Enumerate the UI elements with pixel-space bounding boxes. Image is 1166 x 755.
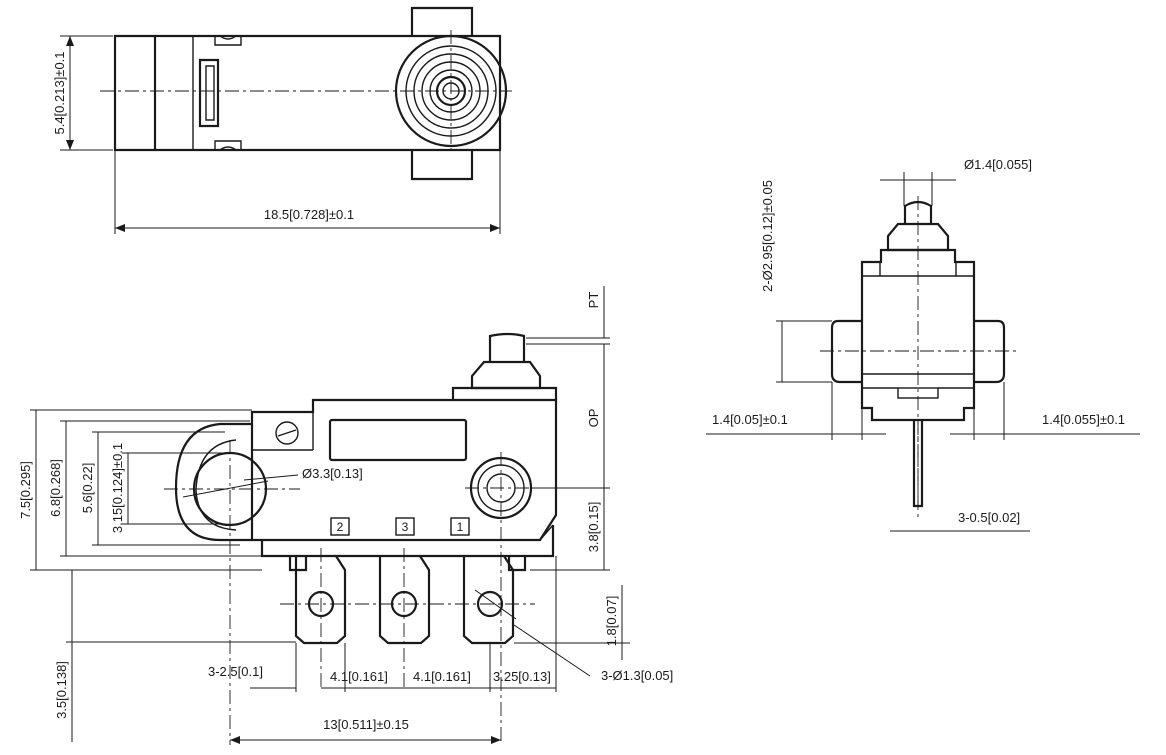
pin-label-3: 3 <box>402 520 409 534</box>
top-clip-upper-curve <box>219 35 237 40</box>
front-mount-lug-inner <box>195 439 237 531</box>
front-mount-lug <box>174 422 252 542</box>
dim-terminal-hole: 3-Ø1.3[0.05] <box>601 668 673 683</box>
dim-leader <box>513 624 591 677</box>
dim-leader <box>243 474 299 481</box>
terminal-3 <box>378 555 431 645</box>
front-base-plate <box>260 525 555 558</box>
front-housing-top <box>451 386 558 400</box>
front-actuator-boot <box>470 360 542 390</box>
dim-height-5-6: 5.6[0.22] <box>80 463 95 514</box>
dim-top-length: 18.5[0.728]±0.1 <box>264 207 354 222</box>
dim-arrow <box>490 224 500 232</box>
dim-hole-span: 13[0.511]±0.15 <box>323 717 409 732</box>
dim-leader <box>182 480 269 498</box>
top-slot <box>198 58 220 128</box>
dim-side-right: 1.4[0.055]±0.1 <box>1042 412 1125 427</box>
top-clip-upper <box>214 36 242 46</box>
dim-arrow <box>66 140 74 150</box>
dim-height-1-8: 1.8[0.07] <box>604 596 619 647</box>
side-tab-left <box>830 319 862 384</box>
dim-height-3-15: 3.15[0.124]±0.1 <box>110 443 125 533</box>
top-view: 5.4[0.213]±0.1 18.5[0.728]±0.1 <box>52 6 512 234</box>
side-tab-right <box>974 319 1006 384</box>
front-screw-slot <box>277 429 297 437</box>
terminal-1 <box>462 555 515 645</box>
top-body-outline <box>113 34 502 152</box>
front-housing <box>250 398 558 542</box>
top-clip-lower-curve <box>219 146 237 151</box>
pin-label-box-1 <box>450 517 470 536</box>
dim-pitch-b: 4.1[0.161] <box>413 669 471 684</box>
top-clip-lower <box>214 140 242 150</box>
dim-hole-dia: Ø3.3[0.13] <box>302 466 363 481</box>
dim-arrow <box>66 36 74 46</box>
front-base-chamfer <box>539 524 554 541</box>
side-view: Ø1.4[0.055] 2-Ø2.95[0.12]±0.05 1.4[0.05]… <box>706 157 1140 532</box>
terminal-stub <box>288 556 308 572</box>
pin-label-2: 2 <box>337 520 344 534</box>
front-actuator-tip <box>488 332 526 344</box>
dim-height-6-8: 6.8[0.268] <box>48 459 63 517</box>
dim-height-3-8: 3.8[0.15] <box>586 502 601 553</box>
terminal-2 <box>294 555 347 645</box>
dim-pt: PT <box>586 292 601 309</box>
dim-arrow <box>230 736 240 744</box>
dim-op: OP <box>586 409 601 428</box>
dim-side-hole: 2-Ø2.95[0.12]±0.05 <box>760 180 775 292</box>
dim-actuator-dia: Ø1.4[0.055] <box>964 157 1032 172</box>
front-view: 2 3 1 Ø3.3[0.13] 7.5[0.295] <box>18 286 673 745</box>
dim-terminal-thickness: 3-0.5[0.02] <box>958 510 1020 525</box>
top-mount-tab-upper <box>410 6 474 36</box>
dim-side-left: 1.4[0.05]±0.1 <box>712 412 788 427</box>
dim-terminal-width: 3-2.5[0.1] <box>208 664 263 679</box>
pin-label-box-2 <box>330 517 350 536</box>
top-mount-tab-lower <box>410 150 474 181</box>
dim-leader <box>474 589 517 620</box>
front-label-window <box>328 418 468 462</box>
pin-label-1: 1 <box>457 520 464 534</box>
pin-label-box-3 <box>395 517 415 536</box>
dim-pitch-c: 3.25[0.13] <box>493 669 551 684</box>
front-mount-hole <box>192 451 268 527</box>
dim-arrow <box>115 224 125 232</box>
dim-height-7-5: 7.5[0.295] <box>18 461 33 519</box>
terminal-hole-1 <box>476 590 504 618</box>
top-slot-inner <box>205 65 215 121</box>
dim-arrow <box>491 736 501 744</box>
dim-pitch-a: 4.1[0.161] <box>330 669 388 684</box>
front-screw <box>275 421 299 445</box>
dim-height-3-5: 3.5[0.138] <box>54 661 69 719</box>
dim-top-height: 5.4[0.213]±0.1 <box>52 51 67 134</box>
